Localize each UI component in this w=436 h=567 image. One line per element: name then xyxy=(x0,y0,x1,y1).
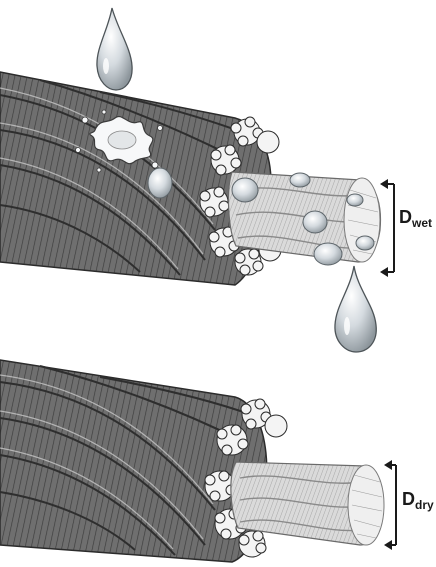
d-dry-label: Ddry xyxy=(402,490,434,509)
d-wet-label: Dwet xyxy=(399,208,432,227)
d-dry-label-sub: dry xyxy=(415,498,434,512)
dry-rope xyxy=(0,360,396,562)
d-wet-label-main: D xyxy=(399,207,412,227)
dripping-drop-bottom xyxy=(335,266,376,352)
d-wet-label-sub: wet xyxy=(412,216,432,230)
wet-dimension-arrow xyxy=(380,179,394,277)
d-dry-label-main: D xyxy=(402,489,415,509)
dry-dimension-arrow xyxy=(384,460,396,550)
wet-rope xyxy=(0,8,394,352)
falling-drop-top xyxy=(97,8,132,90)
